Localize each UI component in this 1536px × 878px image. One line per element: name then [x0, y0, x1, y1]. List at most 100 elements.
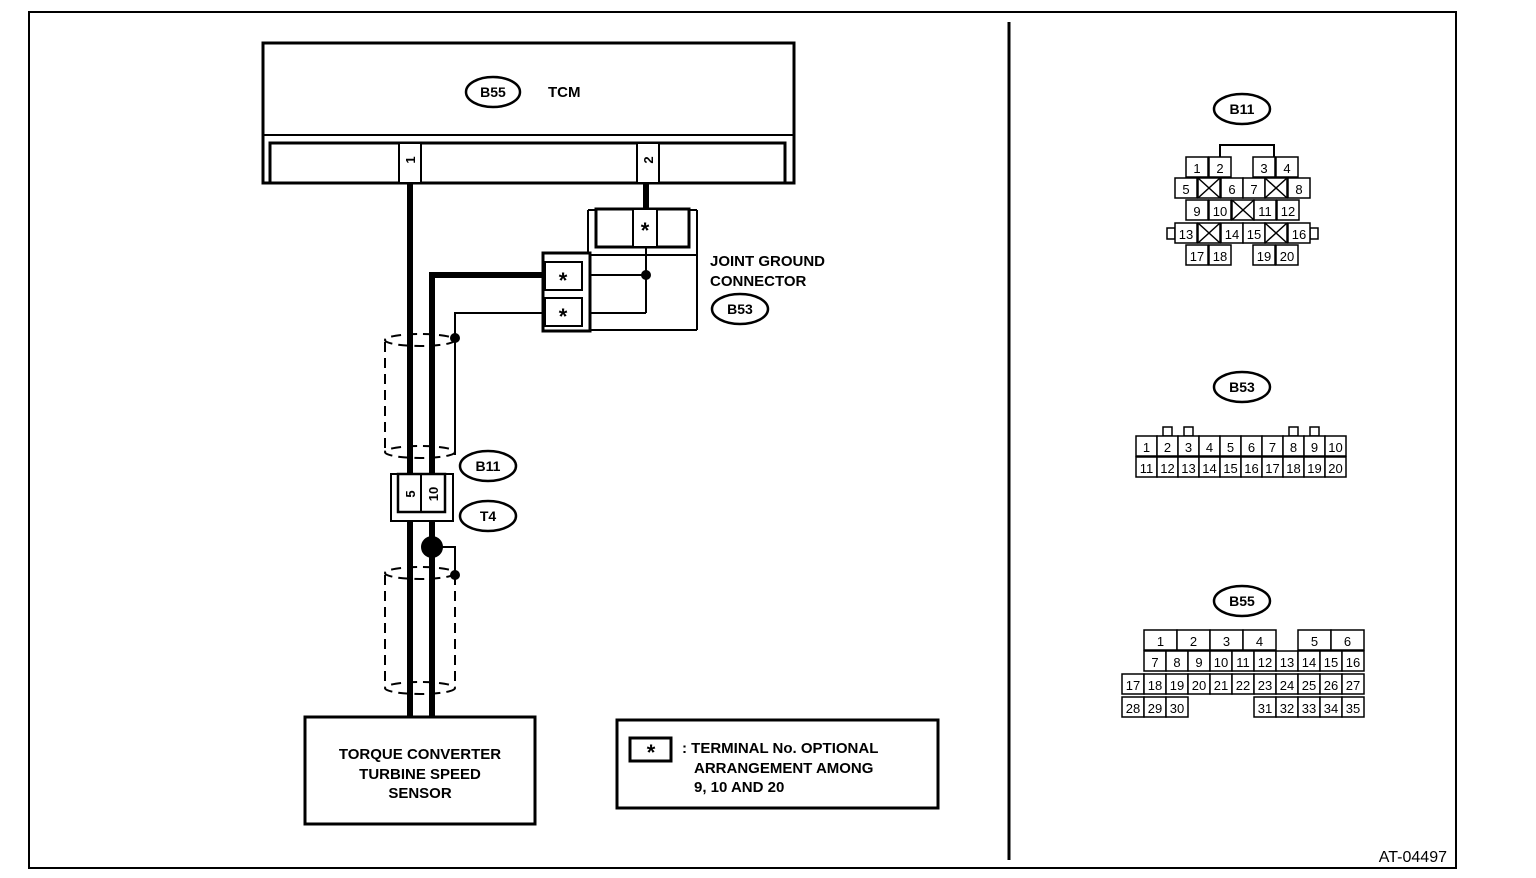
b55-pin: 35 — [1341, 696, 1365, 718]
sensor-label-1: TORQUE CONVERTER — [339, 746, 501, 763]
b53-pin: 3 — [1177, 435, 1200, 457]
pin-label: 18 — [1286, 461, 1300, 476]
pin-label: 33 — [1302, 701, 1316, 716]
wires — [407, 183, 649, 718]
b11-pin: 7 — [1242, 177, 1266, 199]
pin-label: 11 — [1236, 655, 1250, 670]
pin-label: 3 — [1185, 440, 1192, 455]
joint-ground-connector-label: B53 — [727, 301, 753, 317]
b53-pin: 16 — [1240, 456, 1263, 478]
b55-pin: 9 — [1187, 650, 1211, 672]
pin-label: 2 — [1164, 440, 1171, 455]
b55-pin: 24 — [1275, 673, 1299, 695]
pin-label: 28 — [1126, 701, 1140, 716]
b53-pin: 4 — [1198, 435, 1221, 457]
b11-pin: 4 — [1275, 156, 1299, 178]
b55-pin: 10 — [1209, 650, 1233, 672]
b11-label: B11 — [1230, 101, 1255, 117]
b55-pin: 3 — [1209, 629, 1244, 651]
pin-label: 20 — [1328, 461, 1342, 476]
note-symbol: * — [647, 740, 656, 765]
b55-pin: 20 — [1187, 673, 1211, 695]
b11-pin: 10 — [1208, 199, 1232, 221]
b55-pin: 33 — [1297, 696, 1321, 718]
pin-label: 16 — [1244, 461, 1258, 476]
b11-pin: 8 — [1287, 177, 1311, 199]
b55-pin: 31 — [1253, 696, 1277, 718]
pin-label: 15 — [1247, 227, 1261, 242]
b55-pin: 30 — [1165, 696, 1189, 718]
pin-label: 18 — [1213, 249, 1227, 264]
sensor-label-2: TURBINE SPEED — [359, 766, 481, 783]
b55-pin: 19 — [1165, 673, 1189, 695]
inline-connector-b-label: T4 — [480, 508, 497, 524]
joint-ground-connector: * * * — [541, 207, 698, 333]
tcm-pin-1-label: 1 — [403, 156, 418, 163]
b55-pin: 34 — [1319, 696, 1343, 718]
pin-label: 17 — [1190, 249, 1204, 264]
b55-pin: 13 — [1275, 650, 1299, 672]
b11-pin: 15 — [1242, 222, 1266, 244]
b55-badge — [1212, 584, 1272, 618]
inline-pin-10-label: 10 — [426, 487, 441, 501]
b11-pin: 18 — [1208, 244, 1232, 266]
pin-label: 12 — [1160, 461, 1174, 476]
b53-latch — [1183, 426, 1194, 437]
sensor-label-3: SENSOR — [388, 785, 452, 802]
tcm-module: B55 TCM 1 2 — [261, 41, 796, 185]
b53-pin: 5 — [1219, 435, 1242, 457]
pin-label: 29 — [1148, 701, 1162, 716]
joint-ground-title-2: CONNECTOR — [710, 273, 807, 290]
b53-label: B53 — [1229, 379, 1255, 395]
b55-pin: 16 — [1341, 650, 1365, 672]
pin-label: 8 — [1290, 440, 1297, 455]
b11-latch-left — [1166, 227, 1176, 240]
pin-label: 7 — [1151, 655, 1158, 670]
pin-label: 27 — [1346, 678, 1360, 693]
pin-label: 31 — [1258, 701, 1272, 716]
pin-label: 21 — [1214, 678, 1228, 693]
shield-upper — [384, 333, 456, 459]
ground-wire — [429, 272, 545, 718]
pin-label: 9 — [1311, 440, 1318, 455]
b53-pin: 14 — [1198, 456, 1221, 478]
b11-pin: 3 — [1252, 156, 1276, 178]
pin-label: 1 — [1157, 634, 1164, 649]
pin-label: 20 — [1280, 249, 1294, 264]
b53-pin: 7 — [1261, 435, 1284, 457]
pin-label: 11 — [1140, 461, 1154, 476]
note-line-1: : TERMINAL No. OPTIONAL — [682, 740, 878, 757]
pin-label: 16 — [1346, 655, 1360, 670]
b53-pin: 19 — [1303, 456, 1326, 478]
joint-ground-badge — [710, 292, 770, 326]
b53-latch — [1162, 426, 1173, 437]
joint-ground-title-1: JOINT GROUND — [710, 253, 825, 270]
pin-label: 10 — [1214, 655, 1228, 670]
b55-pin: 23 — [1253, 673, 1277, 695]
b53-pin: 20 — [1324, 456, 1347, 478]
shield-drain-wire — [454, 312, 545, 338]
pin-label: 4 — [1283, 161, 1290, 176]
pin-label: 14 — [1202, 461, 1216, 476]
pin-label: 9 — [1195, 655, 1202, 670]
b55-pin: 22 — [1231, 673, 1255, 695]
b55-pin: 1 — [1143, 629, 1178, 651]
pin-label: 1 — [1193, 161, 1200, 176]
splice-dot — [450, 333, 460, 343]
b53-pin: 9 — [1303, 435, 1326, 457]
b55-pin: 29 — [1143, 696, 1167, 718]
note-line-3: 9, 10 AND 20 — [694, 779, 784, 796]
pin-label: 17 — [1126, 678, 1140, 693]
b55-pin: 14 — [1297, 650, 1321, 672]
b53-badge — [1212, 370, 1272, 404]
pin-label: 12 — [1281, 204, 1295, 219]
note-line-2: ARRANGEMENT AMONG — [694, 760, 873, 777]
b55-pin: 5 — [1297, 629, 1332, 651]
pin-label: 11 — [1258, 204, 1272, 219]
b55-pin: 26 — [1319, 673, 1343, 695]
pin-label: 9 — [1193, 204, 1200, 219]
b55-pin: 28 — [1121, 696, 1145, 718]
splice-dot — [641, 270, 651, 280]
b55-pin: 18 — [1143, 673, 1167, 695]
